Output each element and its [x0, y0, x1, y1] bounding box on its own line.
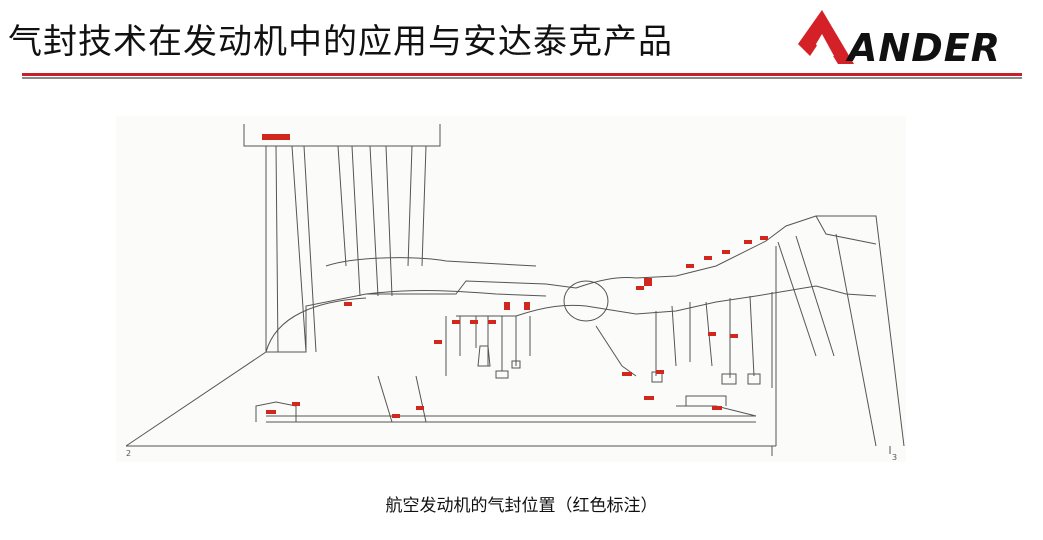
engine-cross-section-diagram: 2 3 [116, 116, 906, 462]
ander-logo-mark [798, 10, 854, 64]
title-divider-red [22, 73, 1022, 76]
page-title: 气封技术在发动机中的应用与安达泰克产品 [8, 22, 673, 62]
title-divider-gray [22, 77, 1022, 79]
engine-drawing: 2 3 [125, 124, 905, 462]
logo-text: ANDER [848, 26, 1001, 70]
page-number-left: 2 [126, 449, 131, 458]
page-number-right: 3 [892, 453, 897, 462]
figure-caption: 航空发动机的气封位置（红色标注） [385, 496, 658, 516]
